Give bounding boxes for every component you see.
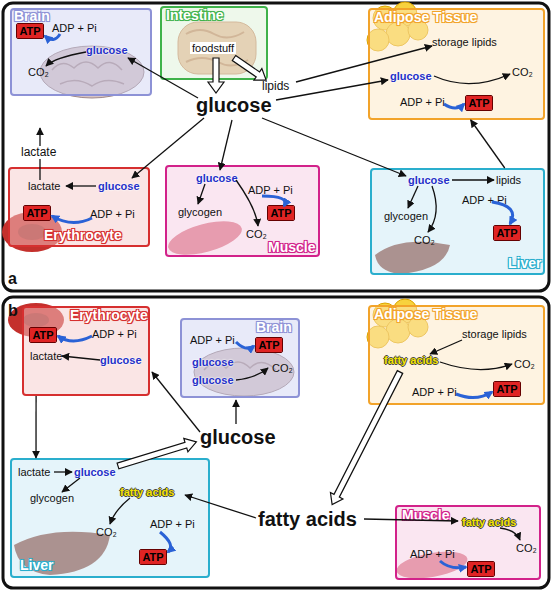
atp-badge: ATP xyxy=(30,328,56,342)
metabolite-label: lipids xyxy=(262,80,289,93)
metabolite-label: fatty acids xyxy=(384,354,438,366)
metabolite-label: glycogen xyxy=(30,492,74,504)
atp-badge: ATP xyxy=(468,562,494,576)
metabolite-label: storage lipids xyxy=(462,328,527,340)
metabolite-label: ADP + Pi xyxy=(150,518,195,530)
atp-label: ATP xyxy=(24,206,50,220)
atp-badge: ATP xyxy=(466,96,492,110)
metabolite-label: lactate xyxy=(30,350,62,362)
flow-line xyxy=(54,471,72,472)
atp-badge: ATP xyxy=(494,382,520,396)
atp-label: ATP xyxy=(468,562,494,576)
atp-label: ATP xyxy=(17,24,43,38)
metabolite-label: glucose xyxy=(192,356,234,368)
panel-frame xyxy=(3,3,549,291)
metabolite-label: foodstuff xyxy=(190,42,236,54)
flow-arrow xyxy=(35,396,36,458)
atp-badge: ATP xyxy=(17,24,43,38)
metabolite-label: glucose xyxy=(408,174,450,186)
organ-title: Adipose Tissue xyxy=(374,10,477,25)
organ-title: Erythrocyte xyxy=(44,228,122,243)
metabolite-label: glucose xyxy=(98,180,140,192)
metabolite-label: ADP + Pi xyxy=(412,386,457,398)
metabolite-label: lipids xyxy=(496,174,521,186)
atp-badge: ATP xyxy=(140,550,166,564)
metabolite-label: fatty acids xyxy=(120,486,174,498)
flow-line xyxy=(220,120,232,170)
metabolite-label: lactate xyxy=(18,466,50,478)
flow-line xyxy=(235,400,236,424)
organ-box: lactate glucose glycogen fatty acidsADP + P… xyxy=(10,458,210,578)
organ-title: Intestine xyxy=(166,8,224,23)
atp-badge: ATP xyxy=(256,338,282,352)
panel-frame xyxy=(3,297,549,588)
organ-title: Liver xyxy=(20,558,53,573)
atp-label: ATP xyxy=(30,328,56,342)
organ-box: lactate glucoseADP + Pi Erythrocyte ATP xyxy=(8,167,150,247)
open-arrow xyxy=(326,369,406,508)
metabolite-label: glucose xyxy=(390,70,432,82)
metabolite-label: ADP + Pi xyxy=(410,548,455,560)
metabolite-label: glucose xyxy=(192,374,234,386)
metabolite-label: glucose xyxy=(196,94,272,116)
metabolite-label: CO₂ xyxy=(516,542,537,554)
metabolite-label: glucose xyxy=(200,426,276,448)
organ-box: BrainADP + PiglucoseglucoseCO₂ATP xyxy=(180,318,300,398)
metabolite-label: CO₂ xyxy=(96,526,117,538)
atp-label: ATP xyxy=(494,382,520,396)
metabolite-label: glycogen xyxy=(178,206,222,218)
organ-title: Liver xyxy=(508,256,541,271)
metabolite-label: ADP + Pi xyxy=(52,22,97,34)
atp-label: ATP xyxy=(256,338,282,352)
flow-line xyxy=(452,179,494,180)
flow-arrow xyxy=(471,120,505,168)
metabolite-label: glucose xyxy=(100,354,142,366)
organ-box: BrainADP + Pi glucoseCO₂ ATP xyxy=(10,8,152,96)
organ-box: ErythrocyteADP + Pi lactate glucose ATP xyxy=(22,306,150,396)
metabolite-label: ADP + Pi xyxy=(90,208,135,220)
metabolite-label: glycogen xyxy=(384,210,428,222)
metabolite-label: fatty acids xyxy=(258,508,357,530)
metabolite-label: CO₂ xyxy=(512,66,533,78)
metabolite-label: ADP + Pi xyxy=(400,96,445,108)
metabolite-label: lactate xyxy=(28,180,60,192)
metabolite-label: ADP + Pi xyxy=(190,334,235,346)
metabolite-label: glucose xyxy=(74,466,116,478)
metabolite-label: glucose xyxy=(196,172,238,184)
metabolite-label: glucose xyxy=(86,44,128,56)
atp-badge: ATP xyxy=(268,206,294,220)
open-arrows xyxy=(116,52,406,508)
metabolite-label: CO₂ xyxy=(414,234,435,246)
organ-title: Erythrocyte xyxy=(70,308,148,323)
atp-label: ATP xyxy=(140,550,166,564)
organ-box: Adipose Tissue storage lipids glucose CO₂ AD… xyxy=(368,8,545,120)
organ-box: Musclefatty acidsCO₂ADP + PiATP xyxy=(395,505,541,580)
organ-title: Adipose Tissue xyxy=(374,307,477,322)
organ-box: glucoselipidsADP + PiglycogenCO₂LiverATP xyxy=(370,168,545,275)
metabolite-label: CO₂ xyxy=(272,362,293,374)
metabolite-label: lactate xyxy=(20,146,57,159)
atp-label: ATP xyxy=(268,206,294,220)
metabolite-label: ADP + Pi xyxy=(92,328,137,340)
atp-label: ATP xyxy=(494,226,520,240)
organ-title: Brain xyxy=(14,9,50,24)
metabolite-label: storage lipids xyxy=(432,36,497,48)
metabolite-label: CO₂ xyxy=(28,66,49,78)
flow-line xyxy=(66,185,96,186)
metabolite-label: CO₂ xyxy=(514,358,535,370)
metabolite-label: ADP + Pi xyxy=(248,184,293,196)
metabolite-label: fatty acids xyxy=(462,516,516,528)
panel-letter: a xyxy=(8,270,17,287)
atp-badge: ATP xyxy=(24,206,50,220)
metabolite-label: CO₂ xyxy=(246,228,267,240)
atp-badge: ATP xyxy=(494,226,520,240)
organ-box: glucoseADP + Pi glycogenCO₂Muscle ATP xyxy=(165,165,320,257)
organ-title: Muscle xyxy=(268,240,315,255)
panel-letter: b xyxy=(8,302,18,319)
atp-label: ATP xyxy=(466,96,492,110)
organ-title: Brain xyxy=(256,320,292,335)
